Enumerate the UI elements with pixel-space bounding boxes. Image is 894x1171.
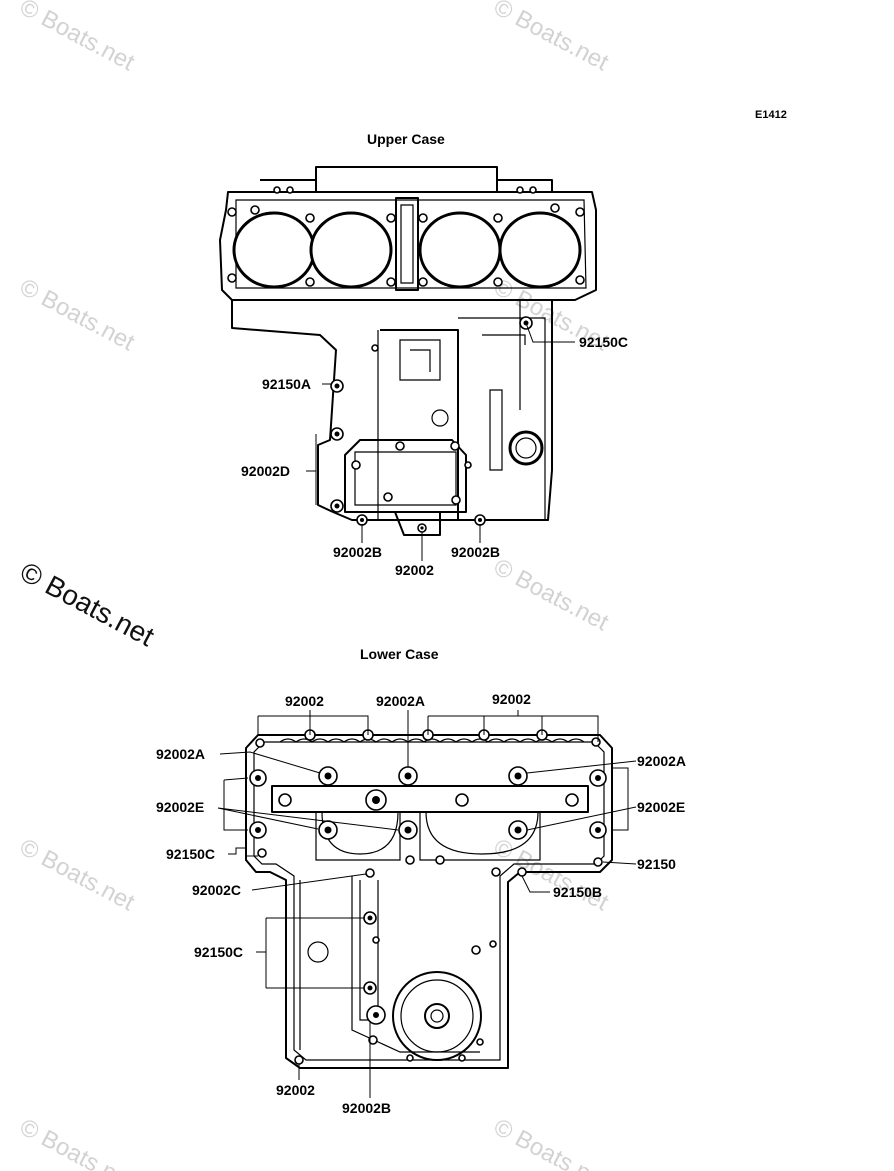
watermark-dark: © Boats.net <box>15 556 159 652</box>
diagram-code: E1412 <box>755 109 787 121</box>
lower-case-leaders <box>217 710 637 1098</box>
label-92002C: 92002C <box>192 882 241 898</box>
watermark-1: © Boats.net <box>15 0 139 76</box>
label-92002-upper: 92002 <box>395 562 434 578</box>
watermark-6: © Boats.net <box>15 833 139 916</box>
upper-case-title: Upper Case <box>367 131 445 147</box>
watermark-8: © Boats.net <box>15 1113 139 1171</box>
lower-case-labels: 92002 92002A 92002 92002A 92002A 92002E … <box>156 691 686 1116</box>
label-92002A-right: 92002A <box>637 753 686 769</box>
label-92002E-left: 92002E <box>156 799 204 815</box>
watermark-3: © Boats.net <box>15 273 139 356</box>
label-92002-bottom: 92002 <box>276 1082 315 1098</box>
watermarks: © Boats.net © Boats.net © Boats.net © Bo… <box>15 0 613 1171</box>
upper-case: Upper Case <box>219 131 628 578</box>
label-92002-top-right: 92002 <box>492 691 531 707</box>
lower-case-drawing <box>245 729 613 1069</box>
label-92002A-left: 92002A <box>156 746 205 762</box>
upper-case-labels: 92150C 92150A 92002D 92002B 92002 92002B <box>241 334 628 578</box>
watermark-9: © Boats.net <box>489 1113 613 1171</box>
label-92002B-upper-left: 92002B <box>333 544 382 560</box>
label-92150-right: 92150 <box>637 856 676 872</box>
lower-case: Lower Case <box>156 646 686 1116</box>
label-92002B-upper-right: 92002B <box>451 544 500 560</box>
label-92150A: 92150A <box>262 376 311 392</box>
label-92002A-top: 92002A <box>376 693 425 709</box>
lower-case-title: Lower Case <box>360 646 439 662</box>
label-92150B: 92150B <box>553 884 602 900</box>
label-92002-top-left: 92002 <box>285 693 324 709</box>
watermark-5: © Boats.net <box>489 553 613 636</box>
label-92150C-lower: 92150C <box>194 944 243 960</box>
label-92002B-bottom: 92002B <box>342 1100 391 1116</box>
label-92002E-right: 92002E <box>637 799 685 815</box>
watermark-2: © Boats.net <box>489 0 613 76</box>
upper-case-leaders <box>306 322 575 561</box>
label-92150C-upper: 92150C <box>579 334 628 350</box>
label-92150C-left: 92150C <box>166 846 215 862</box>
upper-case-drawing <box>219 166 597 536</box>
label-92002D: 92002D <box>241 463 290 479</box>
